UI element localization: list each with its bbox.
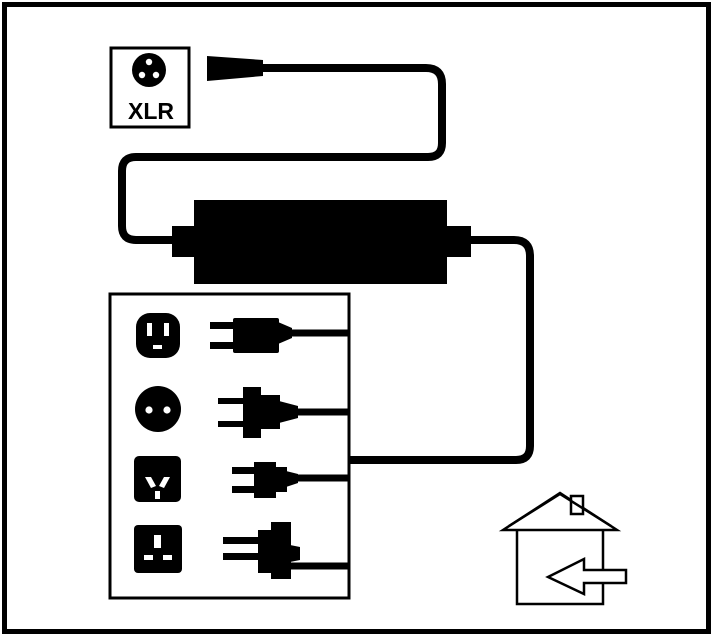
xlr-label: XLR	[128, 98, 174, 124]
dc-output-cable	[118, 64, 446, 244]
adapter-body	[194, 200, 447, 284]
au-plug-icon	[232, 462, 298, 498]
us-plug-icon	[210, 318, 292, 353]
ac-input-cable	[349, 236, 534, 464]
power-adapter	[172, 200, 471, 284]
uk-plug-icon	[223, 522, 300, 579]
house-indoor-arrow-icon	[498, 491, 628, 606]
xlr-plug	[207, 56, 263, 81]
au-outlet-icon	[134, 456, 181, 502]
eu-plug-icon	[218, 387, 298, 438]
xlr-connector-icon	[132, 53, 166, 87]
us-outlet-icon	[136, 313, 180, 358]
plug-branch-lines	[286, 329, 349, 570]
eu-outlet-icon	[135, 386, 181, 432]
adapter-strain-relief-right	[441, 226, 471, 257]
uk-outlet-icon	[134, 525, 182, 573]
xlr-label-box: XLR	[109, 46, 191, 129]
